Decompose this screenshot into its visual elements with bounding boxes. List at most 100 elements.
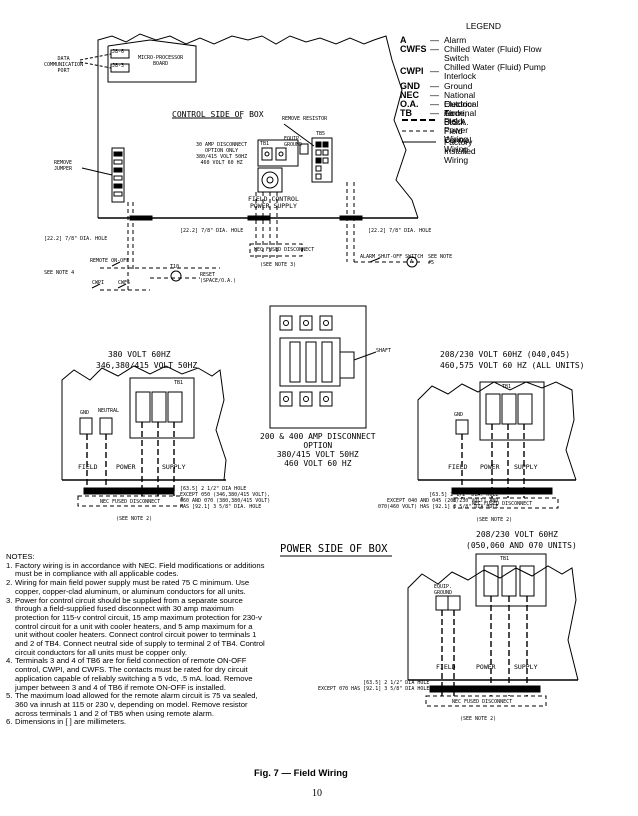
power-side-title: POWER SIDE OF BOX: [280, 543, 388, 555]
note-3: 3. Power for control circuit should be s…: [6, 595, 266, 658]
note-num: 5.: [6, 691, 13, 701]
legend-title: LEGEND: [466, 21, 501, 31]
legend-dash: —: [430, 35, 439, 45]
power-left-supply: SUPPLY: [162, 463, 186, 471]
legend-dash: —: [430, 99, 439, 109]
note-text: Dimensions in [ ] are millimeters.: [15, 717, 127, 727]
hole-right-label: [22.2] 7/8" DIA. HOLE: [368, 228, 432, 234]
data-port-label: DATA COMMUNICATION PORT: [44, 56, 84, 74]
legend-dash: —: [430, 81, 439, 91]
control-side-title: CONTROL SIDE OF BOX: [172, 110, 264, 119]
legend-dash: —: [430, 90, 439, 100]
tb1-label: TB1: [260, 141, 270, 147]
legend-dash: —: [430, 66, 439, 76]
alarm-a-label: A: [410, 259, 414, 265]
legend-key-gnd: GND: [400, 81, 420, 91]
power-bottom-hole: [63.5] 2 1/2" DIA HOLE EXCEPT 070 HAS [9…: [318, 680, 430, 692]
legend-line-field-control: Field Control Wiring: [444, 126, 472, 154]
power-right-see-note: (SEE NOTE 2): [476, 517, 513, 523]
power-right-title1: 208/230 VOLT 60HZ (040,045): [440, 350, 571, 359]
legend-line-factory: Factory Installed Wiring: [444, 137, 476, 165]
see-note-4: SEE NOTE 4: [44, 270, 75, 276]
see-note-5: SEE NOTE #5: [428, 254, 453, 266]
power-left-tb1: TB1: [174, 380, 184, 386]
legend-dash: —: [430, 108, 439, 118]
note-6: 6. Dimensions in [ ] are millimeters.: [6, 718, 266, 727]
remove-jumper-label: REMOVE JUMPER: [54, 160, 73, 172]
power-right-supply: SUPPLY: [514, 463, 538, 471]
note-num: 4.: [6, 656, 13, 666]
note-text: Factory wiring is in accordance with NEC…: [15, 560, 265, 579]
note-4: 4. Terminals 3 and 4 of TB6 are for fiel…: [6, 657, 266, 692]
power-left-title1: 380 VOLT 60HZ: [108, 350, 171, 359]
legend-key-cwfs: CWFS: [400, 44, 427, 54]
page-number: 10: [312, 788, 322, 799]
power-left-neutral: NEUTRAL: [98, 408, 120, 414]
field-control-label: FIELD CONTROL POWER SUPPLY: [248, 195, 299, 210]
nec-fused-control: NEC FUSED DISCONNECT: [254, 247, 315, 253]
power-bottom-see-note: (SEE NOTE 2): [460, 716, 497, 722]
jb-top-label: J8-6: [112, 49, 125, 55]
reset-label: RESET (SPACE/O.A.): [200, 272, 237, 284]
shaft-label: SHAFT: [376, 348, 392, 354]
note-num: 1.: [6, 560, 13, 570]
power-left-title2: 346,380/415 VOLT 50HZ: [96, 361, 198, 370]
power-bottom-power: POWER: [476, 663, 496, 671]
note-text: Power for control circuit should be supp…: [15, 595, 265, 657]
power-bottom-supply: SUPPLY: [514, 663, 538, 671]
remote-onoff-label: REMOTE ON-OFF: [90, 258, 130, 264]
jb-bottom-label: J8-3: [112, 63, 125, 69]
disconnect-title: 200 & 400 AMP DISCONNECT OPTION 380/415 …: [260, 432, 376, 468]
legend-desc-tb: Terminal Block: [444, 108, 477, 127]
note-5: 5. The maximum load allowed for the remo…: [6, 691, 266, 718]
hole-left-label: [22.2] 7/8" DIA. HOLE: [44, 236, 108, 242]
note-text: The maximum load allowed for the remote …: [15, 691, 258, 718]
power-left-power: POWER: [116, 463, 136, 471]
power-right-field: FIELD: [448, 463, 468, 471]
power-left-gnd: GND: [80, 410, 90, 416]
cwpi-label: CWPI: [92, 280, 105, 286]
alarm-switch-label: ALARM SHUT-OFF SWITCH: [360, 254, 424, 260]
tb5-label: TB5: [316, 131, 326, 137]
note-text: Wiring for main field power supply must …: [15, 578, 250, 596]
power-left-hole: [63.5] 2 1/2" DIA HOLE EXCEPT 050 (346,3…: [180, 486, 271, 510]
legend-desc-gnd: Ground: [444, 81, 473, 91]
cwfs-label: CWFS: [118, 280, 131, 286]
t10-label: T10: [170, 264, 180, 270]
legend-desc-cwpi: Chilled Water (Fluid) Pump Interlock: [444, 62, 546, 81]
power-right-nec: NEC FUSED DISCONNECT: [472, 501, 533, 507]
power-left-field: FIELD: [78, 463, 98, 471]
legend-key-nec: NEC: [400, 90, 420, 100]
note-1: 1. Factory wiring is in accordance with …: [6, 560, 266, 579]
power-right-tb1: TB1: [502, 384, 512, 390]
see-note-3: (SEE NOTE 3): [260, 262, 297, 268]
note-num: 2.: [6, 578, 13, 588]
power-bottom-ground: EQUIP. GROUND: [434, 584, 453, 596]
power-right-gnd: GND: [454, 412, 464, 418]
equip-ground-label: EQUIP. GROUND: [284, 136, 303, 148]
power-left-see-note: (SEE NOTE 2): [116, 516, 153, 522]
legend-desc-a: Alarm: [444, 35, 467, 45]
notes: NOTES: 1. Factory wiring is in accordanc…: [6, 552, 266, 727]
note-text: Terminals 3 and 4 of TB6 are for field c…: [15, 656, 253, 692]
legend-key-tb: TB: [400, 108, 412, 118]
power-bottom-nec: NEC FUSED DISCONNECT: [452, 699, 513, 705]
legend-desc-oa: Outdoor Air: [444, 99, 475, 118]
remove-resistor-label: REMOVE RESISTOR: [282, 116, 328, 122]
note-num: 3.: [6, 595, 13, 605]
note-num: 6.: [6, 717, 13, 727]
legend-key-cwpi: CWPI: [400, 66, 424, 76]
power-right-hole: [63.5] 2 1/2" DIA. HOLE EXCEPT 040 AND 0…: [378, 492, 499, 510]
legend-key-a: A: [400, 35, 407, 45]
power-bottom-title1: 208/230 VOLT 60HZ: [476, 530, 558, 539]
power-bottom-title2: (050,060 AND 070 UNITS): [466, 541, 577, 550]
power-right-title2: 460,575 VOLT 60 HZ (ALL UNITS): [440, 361, 585, 370]
figure-caption: Fig. 7 — Field Wiring: [254, 768, 348, 779]
power-bottom-tb1: TB1: [500, 556, 510, 562]
legend-key-oa: O.A.: [400, 99, 419, 109]
notes-title: NOTES:: [6, 552, 35, 561]
hole-mid-label: [22.2] 7/8" DIA. HOLE: [180, 228, 244, 234]
legend-desc-nec: National Electrical Code, U.S.A.: [444, 90, 479, 127]
power-bottom-field: FIELD: [436, 663, 456, 671]
